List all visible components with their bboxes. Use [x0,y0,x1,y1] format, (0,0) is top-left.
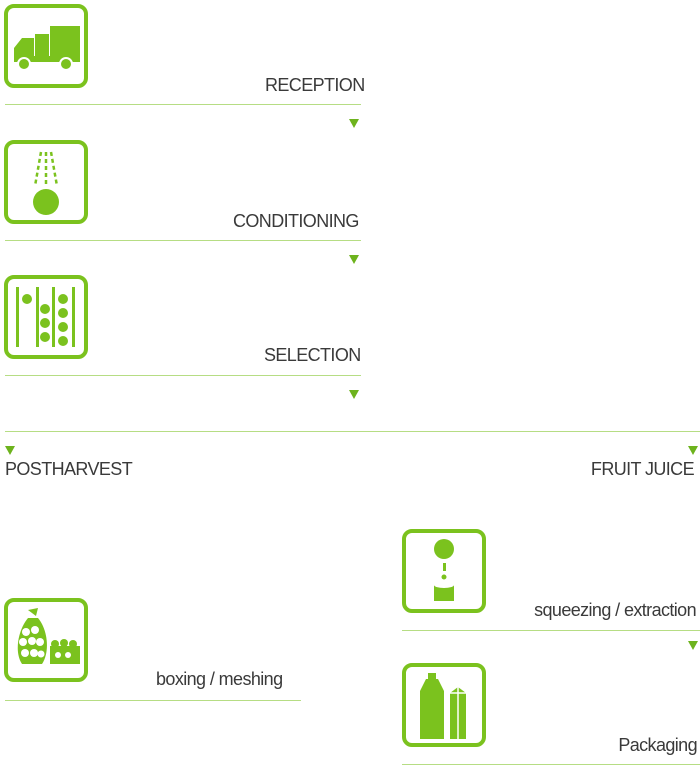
spray-orange-icon [4,140,88,224]
flow-arrow [349,255,359,264]
reception-label: RECEPTION [265,75,365,95]
flow-arrow [688,641,698,650]
bottle-and-carton-icon [402,663,486,747]
delivery-truck-icon [4,4,88,88]
flow-arrow [349,119,359,128]
conditioning-label: CONDITIONING [233,211,359,231]
squeeze-orange-cup-icon [402,529,486,613]
squeezing-label: squeezing / extraction [534,600,697,620]
flow-arrow [5,446,15,455]
selection-label: SELECTION [264,345,361,365]
boxing-rule [5,700,301,701]
conditioning-rule [5,240,361,241]
fruit-juice-label: FRUIT JUICE [590,459,695,479]
squeezing-rule [402,630,700,631]
reception-rule [5,104,361,105]
packaging-rule [402,764,700,765]
flow-arrow [349,390,359,399]
postharvest-label: POSTHARVEST [5,459,133,479]
mesh-bag-and-crate-icon [4,598,88,682]
packaging-label: Packaging [618,735,697,755]
sorting-conveyor-icon [4,275,88,359]
flow-arrow [688,446,698,455]
branch-rule [5,431,700,432]
boxing-meshing-label: boxing / meshing [156,669,283,689]
selection-rule [5,375,361,376]
